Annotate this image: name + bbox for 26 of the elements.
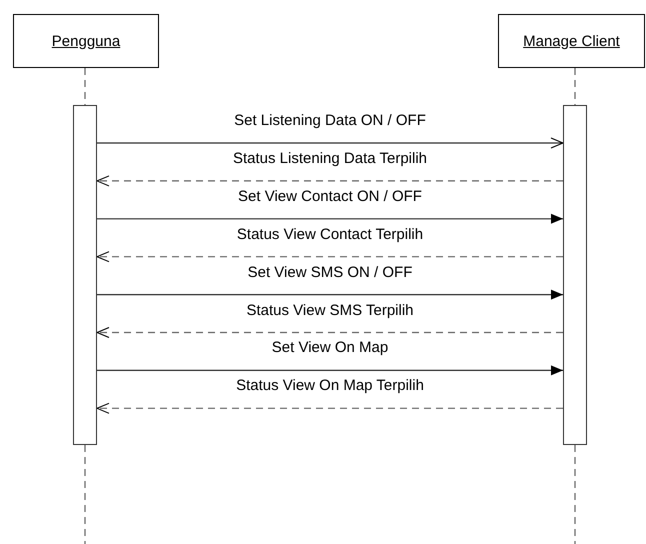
lifeline xyxy=(574,445,576,544)
message-arrow xyxy=(96,175,563,186)
message-arrow xyxy=(96,327,563,338)
message-arrow xyxy=(96,251,563,262)
lifeline xyxy=(84,445,86,544)
message-arrow xyxy=(96,402,563,414)
edge-label: Status Listening Data Terpilih xyxy=(233,150,427,167)
lifeline-name: Manage Client xyxy=(523,32,620,50)
lifeline xyxy=(84,68,86,105)
message-arrow xyxy=(97,290,563,300)
activation-bar xyxy=(73,105,97,445)
edge-label: Status View Contact Terpilih xyxy=(236,226,424,243)
edge-label: Set Listening Data ON / OFF xyxy=(234,112,426,129)
edge-label: Status View SMS Terpilih xyxy=(246,302,414,318)
activation-bar xyxy=(563,105,587,445)
edge-label: Set View SMS ON / OFF xyxy=(248,264,412,281)
edge-label: Set View On Map xyxy=(272,339,388,356)
message-arrow xyxy=(97,214,563,224)
edge-label: Set View Contact ON / OFF xyxy=(238,188,422,205)
message-arrow xyxy=(97,365,563,376)
message-arrow xyxy=(97,138,564,148)
lifeline xyxy=(574,68,576,105)
lifeline-box xyxy=(13,14,159,68)
edge-label: Status View On Map Terpilih xyxy=(236,377,424,394)
lifeline-name: Pengguna xyxy=(52,32,120,50)
lifeline-box xyxy=(498,14,645,68)
